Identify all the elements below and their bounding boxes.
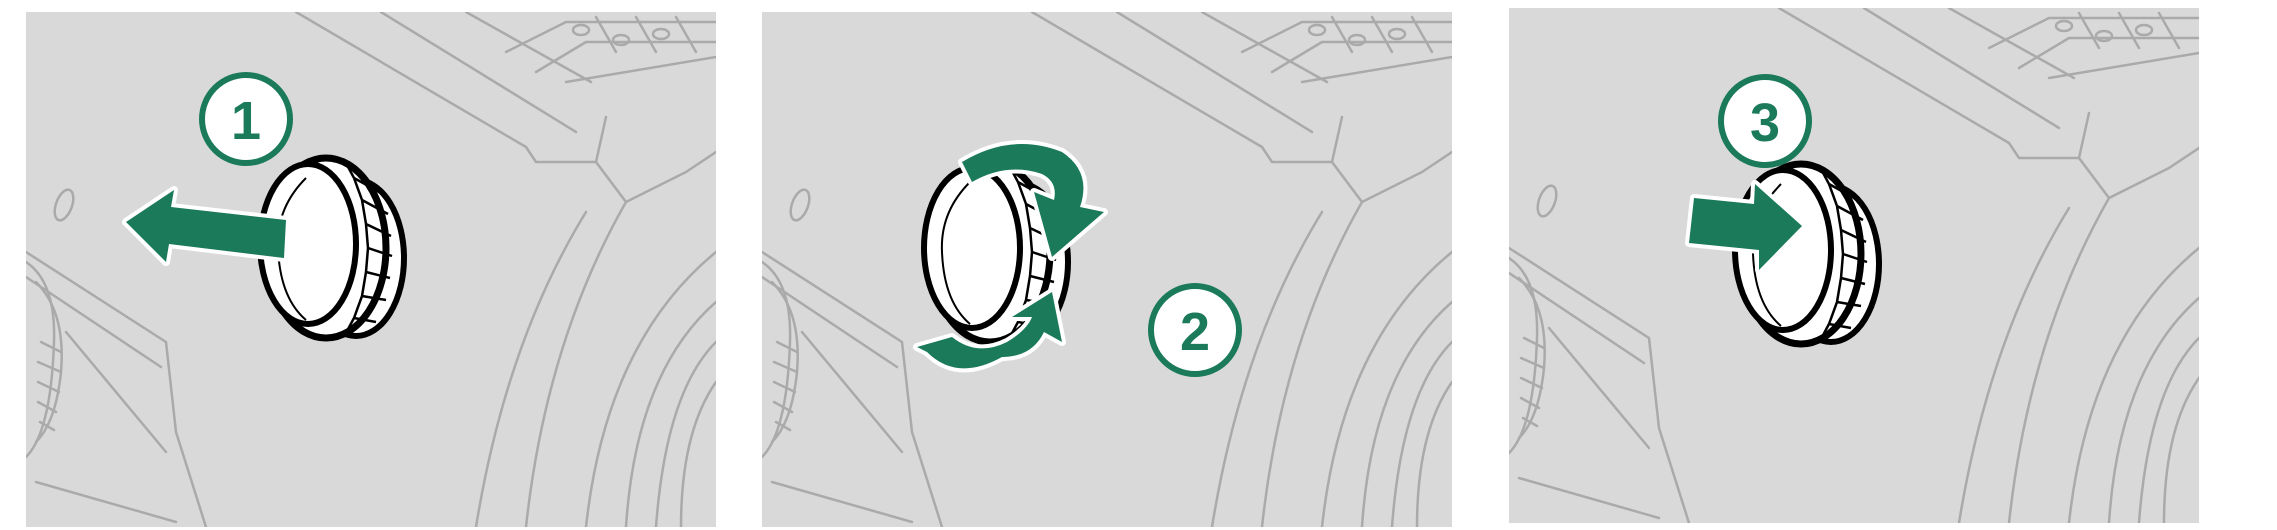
rotate-arrow-icon (913, 140, 1108, 373)
pull-arrow-icon (122, 186, 290, 266)
step-badge (1718, 74, 1812, 168)
step-panel-push: 3 (1509, 8, 2199, 523)
push-arrow-icon (1685, 180, 1806, 274)
step-badge (1148, 283, 1242, 377)
step-number: 1 (231, 91, 261, 151)
camera-diagram: 2 (762, 12, 1452, 527)
step-number: 3 (1750, 93, 1780, 153)
camera-diagram: 3 (1509, 8, 2199, 523)
camera-diagram: 1 (26, 12, 716, 527)
step-number: 2 (1180, 302, 1210, 362)
step-panel-pull: 1 (26, 12, 716, 527)
step-panel-rotate: 2 (762, 12, 1452, 527)
step-badge (199, 72, 293, 166)
